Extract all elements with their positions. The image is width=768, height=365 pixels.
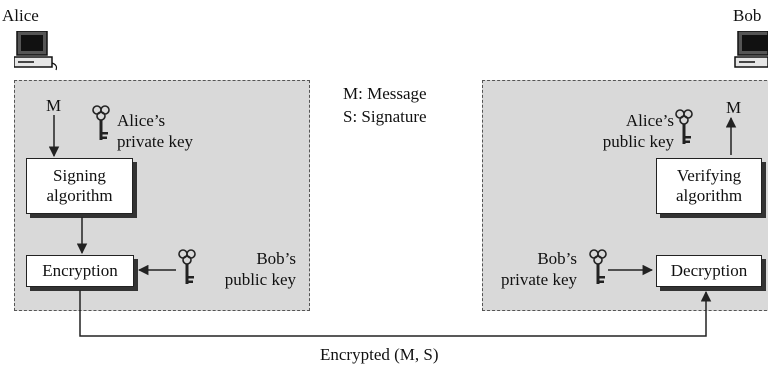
channel-label: Encrypted (M, S): [320, 345, 439, 364]
message-label: M: [46, 96, 62, 115]
legend-message: M: Message: [343, 84, 427, 103]
signing-algorithm-box: Signing algorithm: [26, 158, 133, 214]
encryption-box: Encryption: [26, 255, 134, 287]
computer-icon: [734, 31, 768, 68]
alice-public-key-label: Alice’s public key: [602, 111, 674, 151]
received-message-label: M: [726, 98, 742, 117]
bob-private-key-label: Bob’s private key: [501, 249, 577, 289]
bob-public-key-label: Bob’s public key: [224, 249, 296, 289]
bob-name: Bob: [733, 6, 762, 25]
alice-private-key-label: Alice’s private key: [117, 111, 193, 151]
verifying-algorithm-box: Verifying algorithm: [656, 158, 762, 214]
computer-icon: [14, 31, 58, 71]
alice-name: Alice: [2, 6, 39, 25]
legend-signature: S: Signature: [343, 107, 427, 126]
decryption-box: Decryption: [656, 255, 762, 287]
